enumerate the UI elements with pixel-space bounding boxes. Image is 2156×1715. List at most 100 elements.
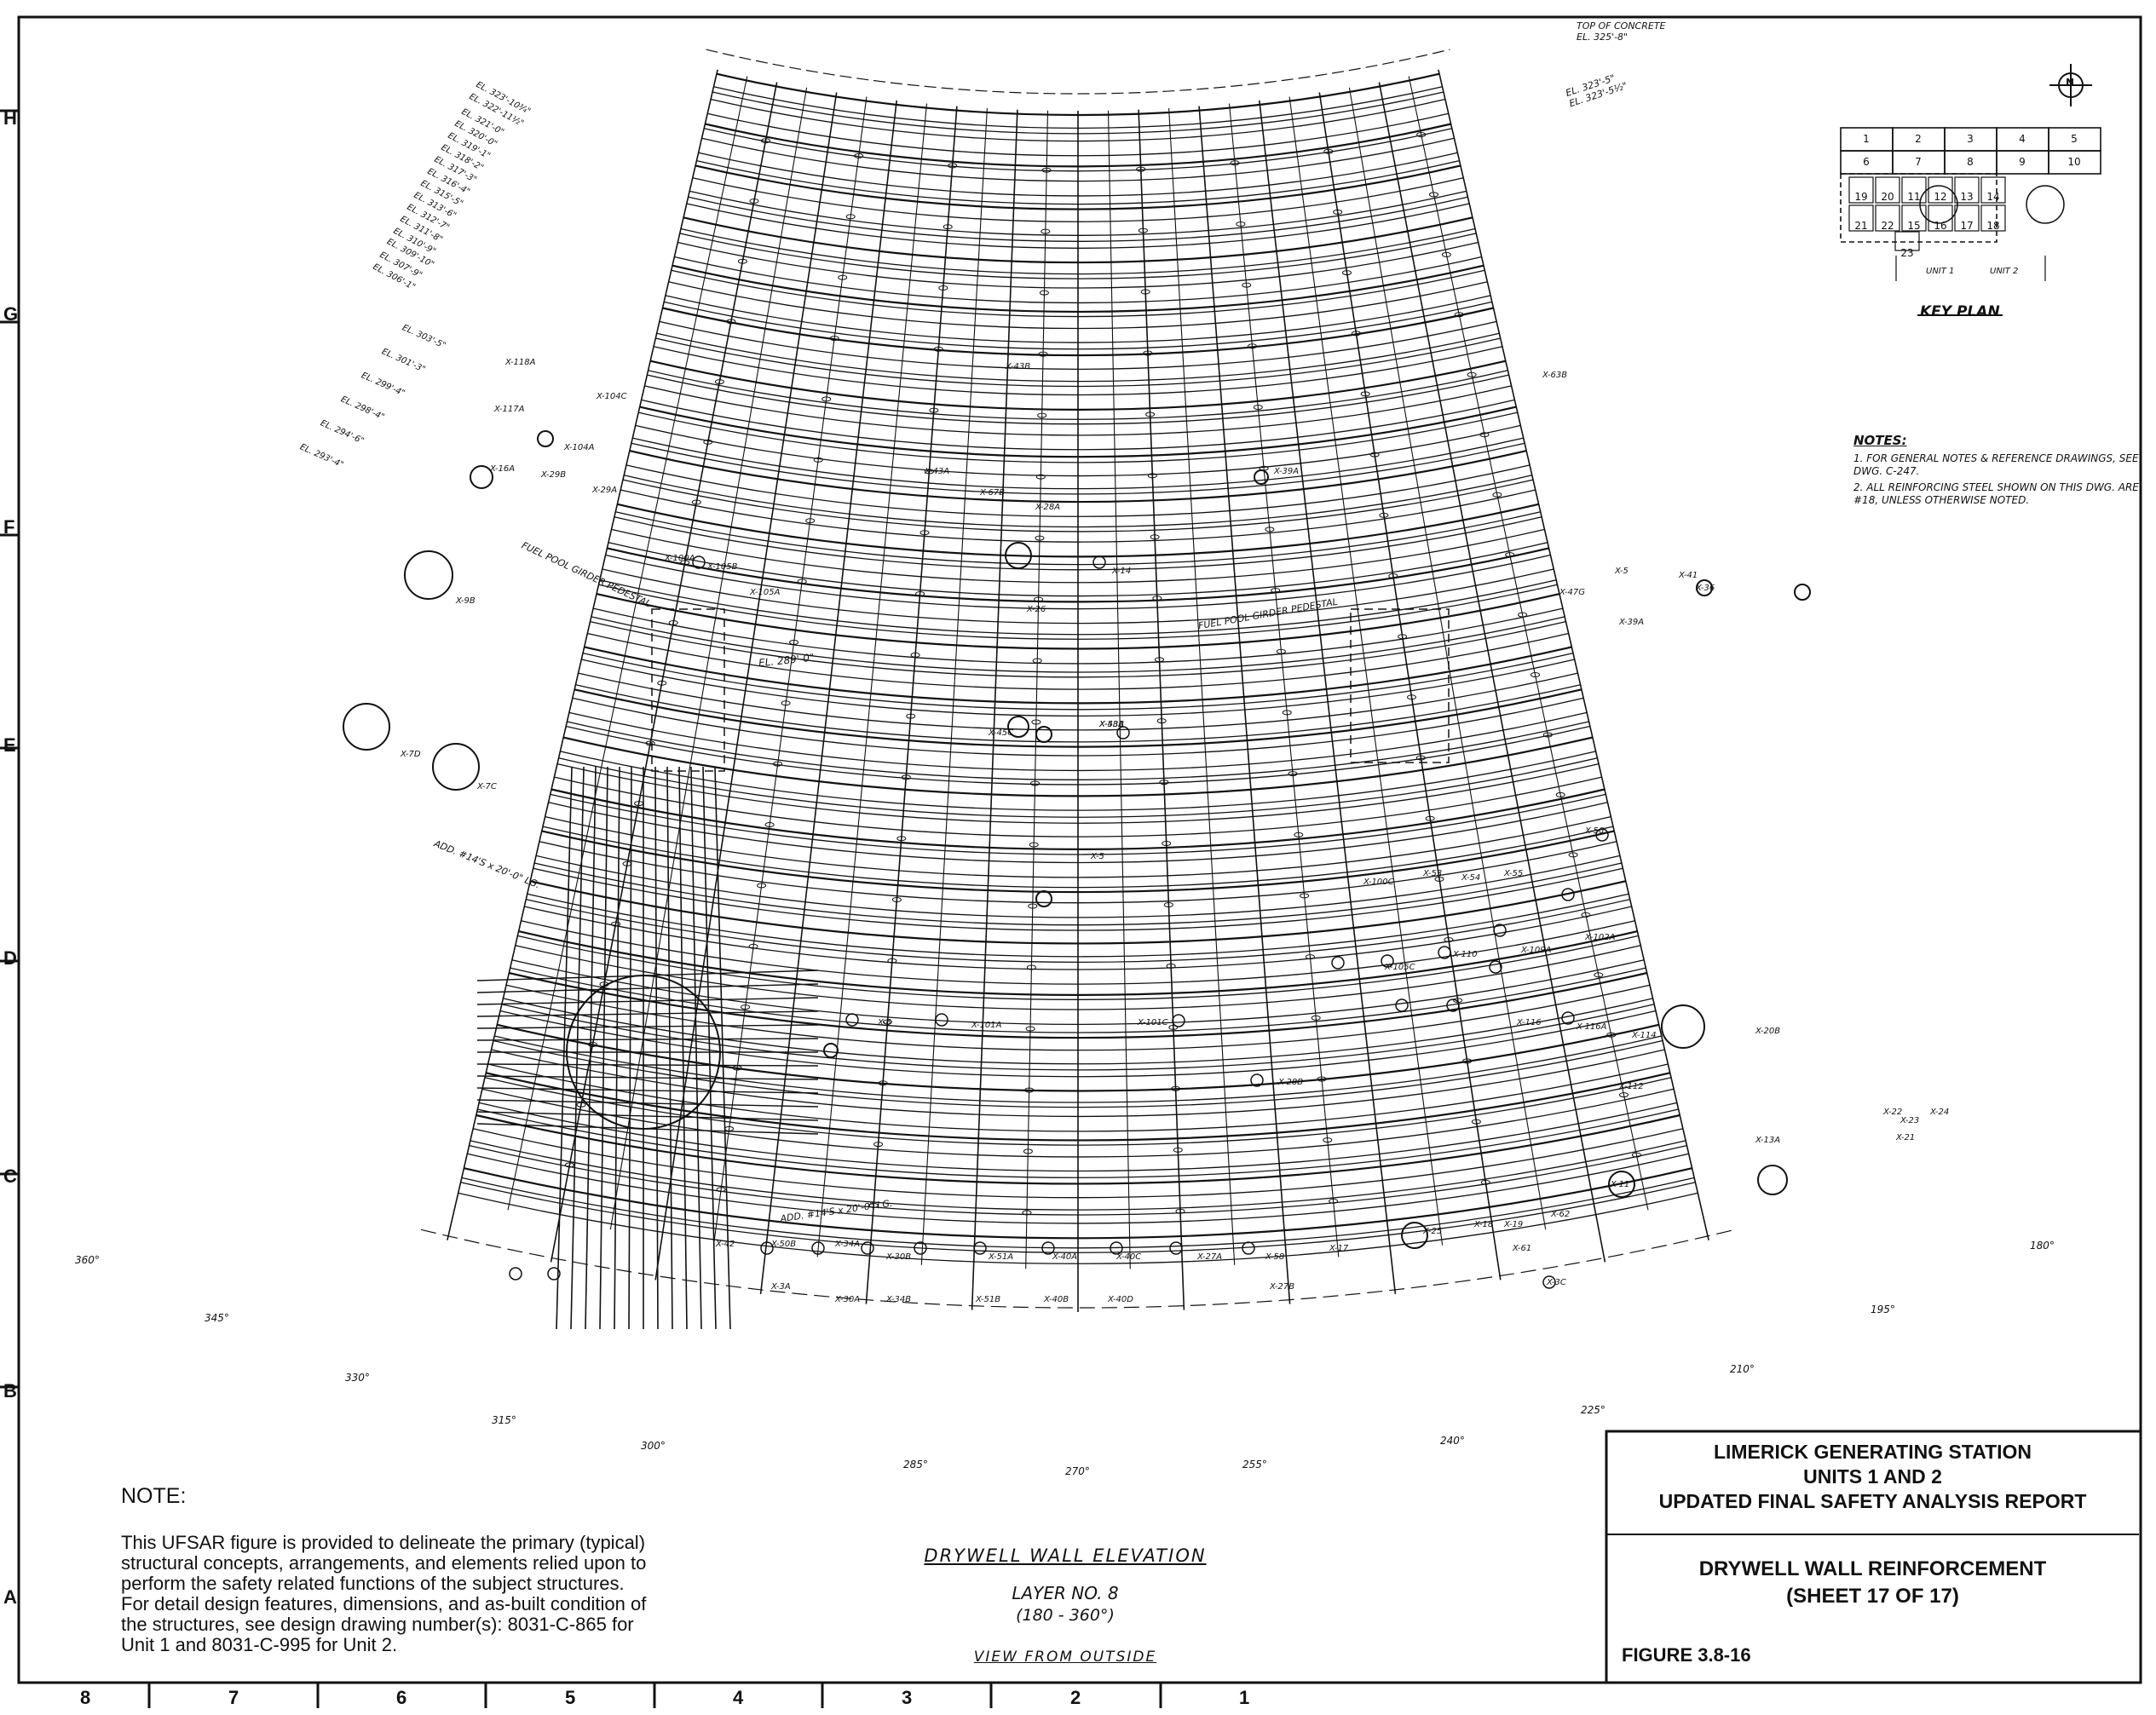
station-name: LIMERICK GENERATING STATION (1713, 1441, 2032, 1463)
drawing-note-1: 1. FOR GENERAL NOTES & REFERENCE DRAWING… (1853, 452, 2139, 477)
key-plan-cell-number: 22 (1881, 220, 1894, 232)
figure-number: FIGURE 3.8-16 (1622, 1644, 1751, 1666)
zone-label-bottom: 2 (1070, 1687, 1081, 1708)
penetration-label: X-34B (886, 1295, 912, 1304)
ufsar-note-line: perform the safety related functions of … (121, 1573, 625, 1594)
penetration-label: X-40C (1116, 1252, 1142, 1262)
key-plan-cell-number: 7 (1915, 156, 1922, 168)
penetration-label: X-25 (1423, 1227, 1443, 1236)
ufsar-note-line: the structures, see design drawing numbe… (121, 1614, 634, 1635)
penetration-label: X-27B (1270, 1282, 1295, 1292)
key-plan-drawing (1840, 64, 2101, 316)
key-plan-cell-number: 5 (2071, 133, 2078, 145)
top-label-line1: TOP OF CONCRETE (1577, 20, 1666, 32)
station-units: UNITS 1 AND 2 (1803, 1465, 1942, 1488)
penetration-label: X-27A (1197, 1252, 1223, 1262)
zone-label-side: E (3, 734, 16, 756)
key-plan-cell-number: 12 (1934, 191, 1947, 203)
penetration-label: X-7C (477, 782, 497, 791)
penetration-label: X-14 (1112, 567, 1132, 576)
penetration-label: X-105C (1385, 963, 1415, 972)
key-plan-cell-number: 14 (1986, 191, 2000, 203)
penetration-label: X-63B (1542, 371, 1568, 380)
ufsar-note: NOTE: This UFSAR figure is provided to d… (121, 1484, 700, 1655)
penetration-label: X-9B (456, 596, 476, 606)
penetration-label: X-114 (1632, 1031, 1657, 1040)
penetration-label: X-5 (1091, 852, 1104, 861)
penetration-label: X-102A (1585, 933, 1616, 942)
zone-label-bottom: 4 (733, 1687, 744, 1708)
penetration-label: X-104C (597, 392, 627, 401)
penetration-label: X-109A (1521, 946, 1552, 955)
zone-label-side: B (3, 1380, 17, 1401)
zone-label-side: C (3, 1165, 17, 1187)
title-block-header: LIMERICK GENERATING STATION UNITS 1 AND … (1606, 1431, 2139, 1535)
zone-label-bottom: 7 (228, 1687, 239, 1708)
zone-label-bottom: 5 (565, 1687, 576, 1708)
penetration-label: X-104A (564, 443, 595, 452)
penetration-label: X-18 (1474, 1220, 1494, 1229)
title-block: LIMERICK GENERATING STATION UNITS 1 AND … (1606, 1431, 2139, 1687)
penetration-label: X-112 (1619, 1082, 1644, 1091)
penetration-label: X-21 (1896, 1133, 1916, 1142)
penetration-label: X-30B (886, 1252, 912, 1262)
penetration-label: X-13A (1755, 1136, 1781, 1145)
key-plan-cell-number: 8 (1967, 156, 1974, 168)
penetration-label: X-61 (1513, 1244, 1532, 1253)
ufsar-note-title: NOTE: (121, 1484, 187, 1508)
penetration-label: X-3A (771, 1282, 791, 1292)
drawing-caption-view: VIEW FROM OUTSIDE (973, 1649, 1157, 1666)
ufsar-note-line: For detail design features, dimensions, … (121, 1593, 647, 1614)
penetration-label: X-101A (971, 1021, 1002, 1030)
key-plan-cell-number: 20 (1881, 191, 1894, 203)
penetration-label: X-55 (1504, 869, 1524, 878)
ufsar-note-line: This UFSAR figure is provided to delinea… (121, 1532, 646, 1553)
azimuth-label: 255° (1242, 1459, 1267, 1470)
penetration-label: X-39A (1274, 467, 1300, 476)
penetration-label: X-116 (1517, 1018, 1542, 1027)
penetration-label: X-22 (1883, 1108, 1903, 1117)
drywell-elevation-drawing (343, 49, 1811, 1330)
drawing-caption-layer: LAYER NO. 8 (1012, 1583, 1119, 1603)
key-plan-cell-number: 17 (1960, 220, 1974, 232)
penetration-label: X-40A (1052, 1252, 1078, 1262)
penetration-label: X-26 (1027, 605, 1046, 614)
key-plan-cell-number: 11 (1907, 191, 1921, 203)
sheet-number: (SHEET 17 OF 17) (1786, 1585, 1959, 1608)
unit2-label: UNIT 2 (1990, 267, 2019, 276)
azimuth-label: 345° (205, 1312, 229, 1324)
penetration-label: X-23 (1900, 1116, 1920, 1125)
azimuth-label: 270° (1065, 1465, 1090, 1477)
penetration-label: X-67B (980, 488, 1006, 498)
penetration-label: X-54 (1461, 873, 1481, 883)
key-plan-cell-number: 13 (1960, 191, 1974, 203)
penetration-label: X-118A (505, 358, 536, 367)
penetration-label: X-105B (707, 562, 738, 572)
azimuth-label: 210° (1730, 1363, 1755, 1375)
penetration-label: X-3C (1547, 1278, 1566, 1287)
key-plan-cell-number: 10 (2067, 156, 2081, 168)
penetration-label: X-7D (401, 750, 421, 759)
zone-label-bottom: 3 (902, 1687, 913, 1708)
key-plan-cell-number: 21 (1854, 220, 1868, 232)
zone-ticks (0, 109, 1162, 1708)
azimuth-label: 180° (2030, 1240, 2055, 1252)
drawing-caption-title: DRYWELL WALL ELEVATION (924, 1545, 1207, 1566)
key-plan-cell-number: 6 (1863, 156, 1870, 168)
zone-label-bottom: 6 (396, 1687, 407, 1708)
penetration-label: X-28B (1278, 1078, 1304, 1087)
key-plan-cell-number: 9 (2019, 156, 2026, 168)
drawing-notes: NOTES: 1. FOR GENERAL NOTES & REFERENCE … (1853, 435, 2143, 507)
key-plan-cell-number: 23 (1900, 247, 1914, 259)
drawing-caption-range: (180 - 360°) (1016, 1606, 1115, 1625)
penetration-label: X-53 (1423, 869, 1443, 878)
penetration-label: X-24 (1930, 1108, 1950, 1117)
report-name: UPDATED FINAL SAFETY ANALYSIS REPORT (1658, 1490, 2087, 1512)
penetration-label: X-43B (1006, 362, 1031, 371)
zone-label-side: F (3, 516, 15, 538)
drawing-notes-title: NOTES: (1853, 433, 1907, 448)
penetration-label: X-45C (989, 728, 1014, 738)
azimuth-label: 285° (903, 1459, 928, 1470)
penetration-label: X-117A (494, 405, 525, 414)
